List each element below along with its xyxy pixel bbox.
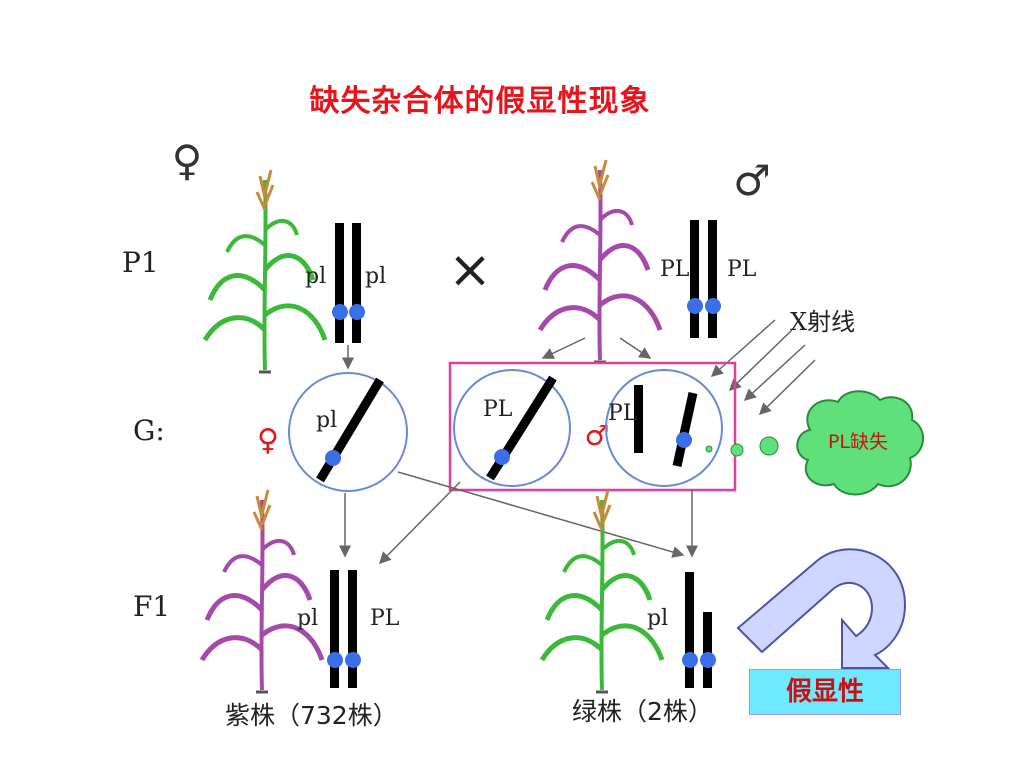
svg-text:♀: ♀: [172, 136, 203, 185]
page-title: 缺失杂合体的假显性现象: [309, 84, 651, 119]
f1-purple-chromosomes: pl PL: [297, 570, 400, 688]
svg-text:PL: PL: [660, 257, 690, 282]
p1-female-chromosomes: pl pl: [305, 223, 386, 343]
svg-text:pl: pl: [365, 264, 386, 289]
female-gamete-symbol: ♀: [257, 423, 279, 458]
f1-green-count: 绿株（2株）: [572, 697, 713, 726]
male-gamete-highlight-box: [448, 361, 737, 492]
svg-text:PL: PL: [608, 401, 638, 426]
svg-text:pl: pl: [316, 408, 337, 433]
row-label-f1: F1: [133, 590, 170, 623]
svg-text:PL: PL: [483, 397, 513, 422]
male-gamete-normal: PL: [453, 369, 571, 487]
green-corn-plant-icon: [542, 490, 662, 692]
male-gamete-deleted: PL: [605, 369, 723, 487]
x-ray-arrows: [710, 319, 816, 416]
svg-text:PL: PL: [727, 257, 757, 282]
deletion-label: PL缺失: [828, 431, 888, 453]
purple-corn-plant-icon: [202, 490, 322, 692]
thought-dots: [705, 436, 779, 457]
u-turn-arrow-icon: [736, 548, 907, 669]
cloud-icon: PL缺失: [796, 390, 924, 496]
svg-text:♂: ♂: [733, 156, 771, 205]
purple-corn-plant-icon: [540, 160, 660, 362]
male-symbol: ♂: [733, 156, 771, 205]
gamete-to-f1-arrows: [339, 471, 698, 565]
row-label-p1: P1: [122, 246, 159, 279]
p1-to-gamete-arrows: [342, 337, 652, 370]
female-symbol: ♀: [172, 136, 203, 185]
cross-icon: ×: [448, 240, 492, 300]
row-label-g: G:: [133, 414, 165, 447]
svg-text:pl: pl: [297, 606, 318, 631]
x-ray-label: X射线: [790, 308, 855, 336]
female-gamete: pl: [288, 372, 408, 492]
svg-text:PL: PL: [370, 606, 400, 631]
svg-text:pl: pl: [305, 264, 326, 289]
svg-text:pl: pl: [647, 606, 668, 631]
f1-green-chromosomes: pl: [647, 572, 716, 688]
pseudo-dominance-badge: 假显性: [749, 669, 901, 715]
f1-purple-count: 紫株（732株）: [225, 701, 398, 730]
p1-male-chromosomes: PL PL: [660, 220, 757, 338]
